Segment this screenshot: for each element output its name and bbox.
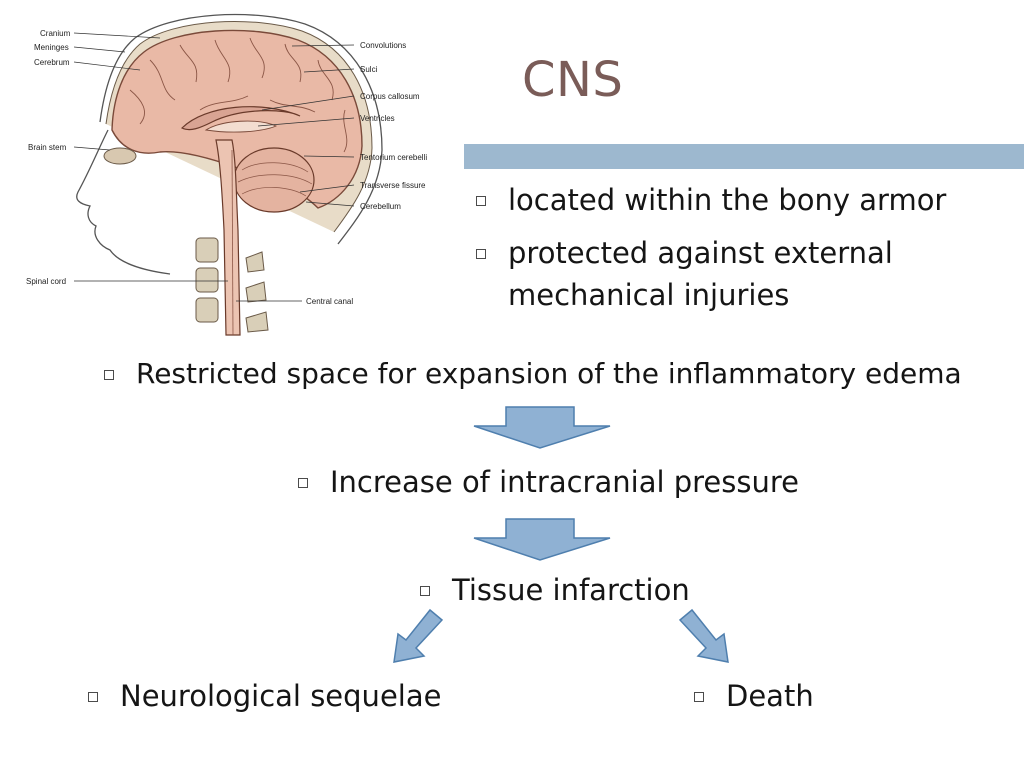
bullet-death: Death — [694, 675, 814, 717]
bullet-box-icon — [476, 249, 486, 259]
label-cranium: Cranium — [40, 29, 71, 38]
bullet-text: Neurological sequelae — [120, 679, 442, 713]
brain-sagittal-svg: Cranium Meninges Cerebrum Brain stem Spi… — [26, 13, 427, 336]
label-ventricles: Ventricles — [360, 114, 395, 123]
label-corpus-callosum: Corpus callosum — [360, 92, 420, 101]
bullet-bony-armor: located within the bony armor — [476, 179, 946, 221]
bullet-text: Increase of intracranial pressure — [330, 465, 799, 499]
bullet-text-line2: mechanical injuries — [508, 278, 790, 312]
bullet-intracranial-pressure: Increase of intracranial pressure — [298, 461, 799, 503]
label-cerebrum: Cerebrum — [34, 58, 70, 67]
brain-diagram-figure: Cranium Meninges Cerebrum Brain stem Spi… — [0, 0, 462, 345]
leader-lines — [73, 32, 355, 302]
bullet-box-icon — [420, 586, 430, 596]
label-central-canal: Central canal — [306, 297, 353, 306]
label-brain-stem: Brain stem — [28, 143, 67, 152]
bullet-box-icon — [88, 692, 98, 702]
down-arrow-1 — [473, 406, 611, 449]
bullet-protected: protected against external mechanical in… — [476, 232, 893, 316]
label-transverse-fissure: Transverse fissure — [360, 181, 426, 190]
corpus-callosum — [180, 106, 301, 131]
slide-title: CNS — [522, 52, 624, 108]
bullet-box-icon — [476, 196, 486, 206]
vertebrae — [195, 237, 269, 333]
down-arrow-2 — [473, 518, 611, 561]
diagonal-arrow-right — [678, 608, 729, 663]
bullet-box-icon — [104, 370, 114, 380]
bullet-text-line1: protected against external — [508, 236, 893, 270]
bullet-box-icon — [694, 692, 704, 702]
cerebellum — [233, 147, 315, 213]
bullet-neurological-sequelae: Neurological sequelae — [88, 675, 441, 717]
central-canal-line — [231, 149, 234, 336]
label-tentorium-cerebelli: Tentorium cerebelli — [360, 153, 427, 162]
bullet-text: Tissue infarction — [452, 573, 690, 607]
skull-outline — [99, 13, 383, 245]
bullet-text: Restricted space for expansion of the in… — [136, 357, 962, 390]
label-sulci: Sulci — [360, 65, 378, 74]
brain-stem-spinal-cord — [215, 139, 241, 336]
diagonal-arrow-left — [393, 608, 444, 663]
face-profile — [76, 129, 171, 275]
ventricle — [204, 120, 278, 133]
convolution-lines — [129, 37, 348, 153]
label-convolutions: Convolutions — [360, 41, 406, 50]
label-cerebellum: Cerebellum — [360, 202, 401, 211]
bullet-text-wrapper: protected against external mechanical in… — [508, 232, 893, 316]
bullet-box-icon — [298, 478, 308, 488]
bullet-text: located within the bony armor — [508, 183, 947, 217]
bullet-text: Death — [726, 679, 814, 713]
bullet-tissue-infarction: Tissue infarction — [420, 569, 690, 611]
label-spinal-cord: Spinal cord — [26, 277, 66, 286]
bullet-restricted-space: Restricted space for expansion of the in… — [104, 353, 962, 395]
label-meninges: Meninges — [34, 43, 69, 52]
title-accent-bar — [464, 144, 1024, 169]
